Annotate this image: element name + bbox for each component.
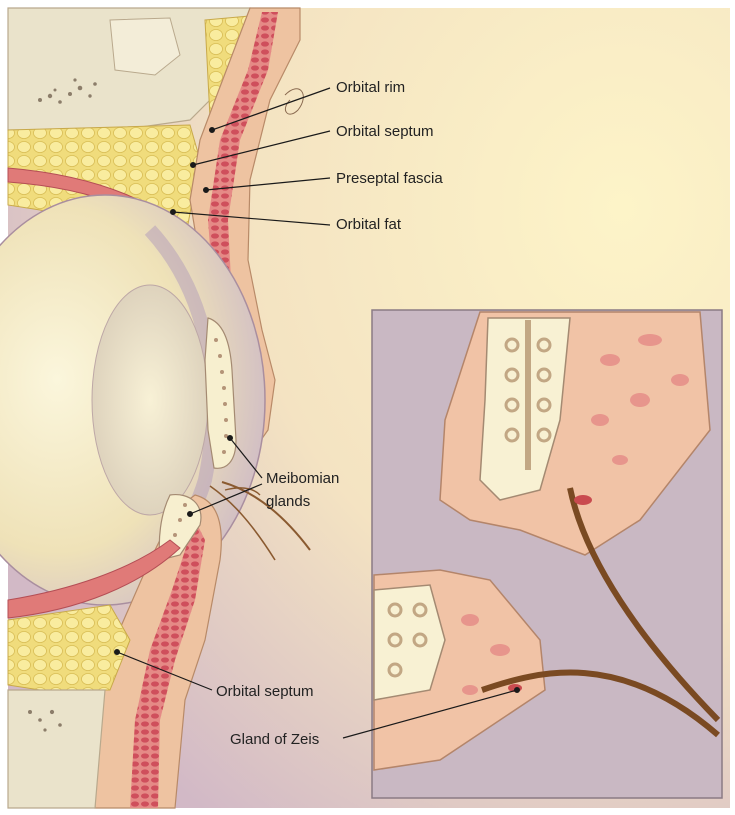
inset-magnified-lid-margin bbox=[372, 310, 722, 798]
orbital-fat-lower bbox=[8, 605, 130, 690]
inset-zeis-upper bbox=[574, 495, 592, 505]
label-orbital-septum-upper: Orbital septum bbox=[336, 122, 434, 141]
label-meibomian-glands-line1: Meibomian bbox=[266, 469, 339, 488]
label-gland-of-zeis: Gland of Zeis bbox=[230, 730, 319, 749]
label-orbital-fat: Orbital fat bbox=[336, 215, 401, 234]
label-orbital-septum-lower: Orbital septum bbox=[216, 682, 314, 701]
label-preseptal-fascia: Preseptal fascia bbox=[336, 169, 443, 188]
lower-orbital-bone bbox=[8, 690, 105, 808]
lens bbox=[92, 285, 208, 515]
label-orbital-rim: Orbital rim bbox=[336, 78, 405, 97]
label-meibomian-glands-line2: glands bbox=[266, 492, 310, 511]
